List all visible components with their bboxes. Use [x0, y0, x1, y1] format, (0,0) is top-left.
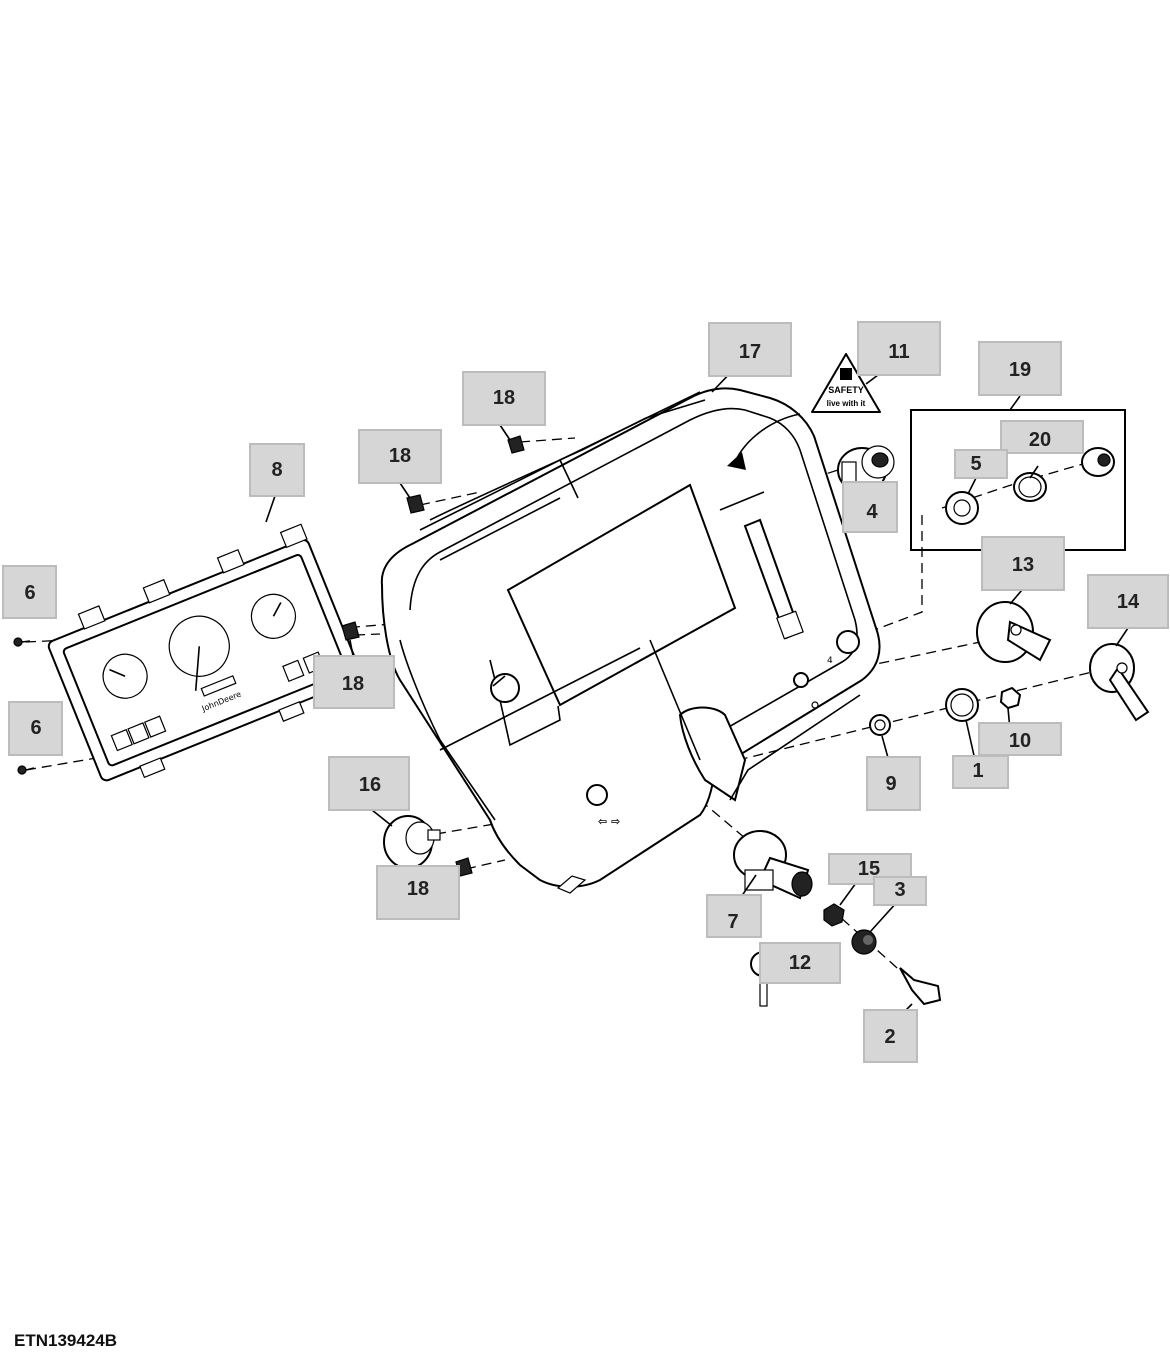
svg-text:3: 3	[894, 879, 905, 901]
callout-19: 19	[978, 341, 1062, 396]
bezel-3	[851, 929, 877, 955]
svg-text:2: 2	[884, 1026, 895, 1048]
safety-decal-line2: live with it	[827, 399, 866, 408]
ignition-switch-7	[733, 830, 813, 900]
svg-text:10: 10	[1009, 730, 1031, 752]
svg-text:18: 18	[407, 878, 429, 900]
callout-15: 15	[828, 853, 912, 885]
callout-6-lower: 6	[8, 701, 63, 756]
svg-text:19: 19	[1009, 359, 1031, 381]
nut-10	[999, 686, 1022, 710]
callout-8: 8	[249, 443, 305, 497]
callout-14: 14	[1087, 574, 1169, 629]
svg-text:1: 1	[972, 760, 983, 782]
clip-18-upper	[406, 494, 425, 514]
callout-13: 13	[981, 536, 1065, 591]
callout-1: 1	[952, 755, 1009, 789]
washer-9	[869, 714, 891, 736]
callout-18-bottom: 18	[376, 865, 460, 920]
lever-knob-14	[1089, 643, 1150, 722]
callout-12: 12	[759, 942, 841, 984]
figure-id: ETN139424B	[14, 1331, 118, 1350]
svg-text:18: 18	[342, 673, 364, 695]
svg-text:12: 12	[789, 952, 811, 974]
callout-18-middle: 18	[313, 655, 395, 709]
svg-text:18: 18	[493, 387, 515, 409]
callout-20: 20	[1000, 420, 1084, 454]
svg-text:20: 20	[1029, 429, 1051, 451]
svg-text:6: 6	[30, 717, 41, 739]
callout-5: 5	[954, 449, 1008, 479]
callout-7: 7	[706, 894, 762, 938]
switch-kit-box	[910, 409, 1126, 551]
svg-text:7: 7	[727, 911, 738, 933]
callout-6-upper: 6	[2, 565, 57, 619]
safety-decal-line1: SAFETY	[828, 385, 864, 395]
callout-3: 3	[873, 876, 927, 906]
callout-4: 4	[842, 481, 898, 533]
safety-decal: SAFETY live with it	[811, 353, 881, 413]
ring-1	[945, 688, 979, 722]
svg-text:15: 15	[858, 858, 880, 880]
svg-text:6: 6	[24, 582, 35, 604]
svg-text:13: 13	[1012, 554, 1034, 576]
svg-text:11: 11	[888, 341, 909, 363]
svg-text:4: 4	[827, 656, 833, 666]
clip-18-top	[507, 435, 525, 454]
svg-text:9: 9	[885, 773, 896, 795]
screw-lower	[17, 765, 35, 775]
key-2	[899, 967, 942, 1006]
svg-text:16: 16	[359, 774, 381, 796]
callout-10: 10	[978, 722, 1062, 756]
callout-18-top: 18	[462, 371, 546, 426]
callout-17: 17	[708, 322, 792, 377]
screw-upper	[13, 637, 31, 647]
svg-text:17: 17	[739, 341, 761, 363]
svg-text:18: 18	[389, 445, 411, 467]
callout-9: 9	[866, 756, 921, 811]
knob-16	[383, 815, 441, 869]
nut-15	[823, 903, 845, 927]
rotary-knob-13	[976, 601, 1052, 663]
instrument-cluster: JohnDeere	[47, 523, 362, 782]
svg-text:14: 14	[1117, 591, 1140, 613]
clip-18-middle	[341, 621, 360, 641]
svg-text:⇦ ⇨: ⇦ ⇨	[598, 815, 620, 828]
svg-text:4: 4	[866, 501, 878, 523]
svg-text:8: 8	[271, 459, 282, 481]
callout-11: 11	[857, 321, 941, 376]
callout-18-upper: 18	[358, 429, 442, 484]
svg-text:5: 5	[970, 453, 981, 475]
callout-2: 2	[863, 1009, 918, 1063]
callout-16: 16	[328, 756, 410, 811]
dash-panel-housing: ⇦ ⇨ 4	[380, 387, 881, 894]
